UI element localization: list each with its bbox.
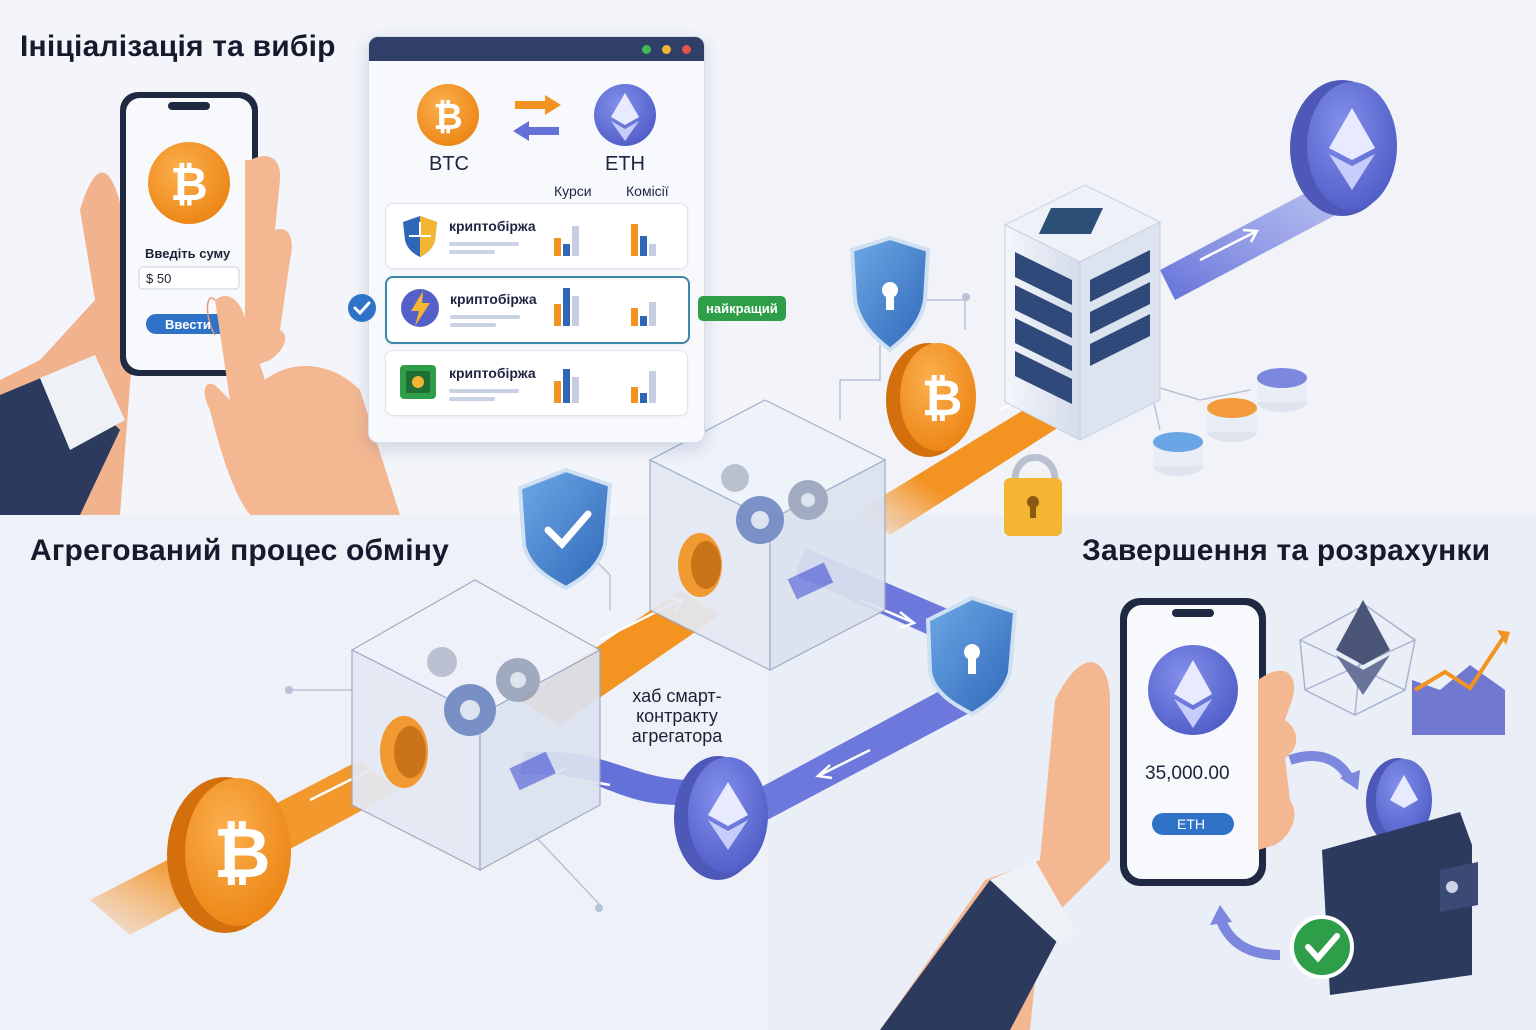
mid-btc-coin: ₿ — [886, 343, 976, 457]
exchange-name: криптобіржа — [450, 291, 537, 307]
section-title-process: Агрегований процес обміну — [30, 534, 449, 567]
col-fees: Комісії — [626, 183, 669, 199]
svg-text:₿: ₿ — [922, 369, 963, 427]
pointing-hand — [204, 296, 400, 515]
currency-button[interactable]: ETH — [1177, 816, 1205, 832]
bottom-eth-coin — [674, 756, 768, 880]
server-rack — [1003, 184, 1162, 441]
rates-bars — [554, 367, 590, 403]
growth-chart-icon — [1412, 630, 1510, 735]
exchange-detail-line — [450, 315, 520, 319]
curved-arrow-back — [1210, 905, 1281, 960]
section-title-settle: Завершення та розрахунки — [1082, 534, 1491, 567]
eth-coin-icon — [594, 84, 656, 146]
svg-text:₿: ₿ — [213, 812, 270, 894]
selected-check-icon — [348, 294, 376, 322]
svg-text:₿: ₿ — [170, 157, 208, 211]
top-right-eth-coin — [1290, 80, 1397, 216]
shield-keyhole-icon — [849, 235, 931, 353]
btc-coin-icon: ₿ — [417, 84, 479, 146]
window-titlebar — [369, 37, 704, 61]
exchange-name: криптобіржа — [449, 218, 536, 234]
swap-arrows-icon — [513, 95, 561, 141]
fees-bars — [631, 290, 667, 326]
exchange-detail-line — [450, 323, 496, 327]
exchange-row[interactable]: криптобіржа — [385, 350, 688, 416]
hub-cube-rear — [648, 399, 887, 671]
amount-prompt: Введіть суму — [145, 246, 231, 261]
from-currency: BTC — [429, 153, 469, 175]
window-dot-red[interactable] — [682, 45, 691, 54]
window-dot-green[interactable] — [642, 45, 651, 54]
right-phone-eth-coin — [1148, 645, 1238, 735]
shield-icon — [403, 216, 437, 257]
exchange-row-best[interactable]: криптобіржа — [385, 276, 690, 344]
exchange-name: криптобіржа — [449, 365, 536, 381]
col-rates: Курси — [554, 183, 592, 199]
curved-arrow-down — [1288, 751, 1360, 790]
padlock-icon — [1004, 454, 1062, 536]
bottom-btc-coin: ₿ — [167, 777, 291, 933]
fees-bars — [631, 367, 667, 403]
submit-button[interactable]: Ввести — [165, 317, 211, 332]
received-amount: 35,000.00 — [1145, 763, 1230, 784]
svg-text:₿: ₿ — [433, 97, 462, 138]
exchange-detail-line — [449, 389, 519, 393]
hub-label: хаб смарт-контракту агрегатора — [631, 686, 723, 746]
success-check-icon — [1290, 915, 1354, 979]
exchange-row[interactable]: криптобіржа — [385, 203, 688, 269]
shield-keyhole-icon-2 — [925, 595, 1018, 717]
left-phone-btc-coin: ₿ — [148, 142, 230, 224]
safe-icon — [400, 365, 436, 399]
exchange-detail-line — [449, 397, 495, 401]
wallet-icon — [1322, 758, 1478, 995]
swap-pair: ₿ — [417, 84, 656, 146]
window-dot-yellow[interactable] — [662, 45, 671, 54]
best-badge: найкращий — [698, 296, 786, 321]
database-cylinders — [1153, 368, 1307, 476]
fees-bars — [631, 220, 667, 256]
exchange-detail-line — [449, 250, 495, 254]
exchange-detail-line — [449, 242, 519, 246]
shield-check-icon — [517, 467, 613, 591]
section-title-init: Ініціалізація та вибір — [20, 30, 336, 63]
lightning-icon — [401, 289, 439, 327]
to-currency: ETH — [605, 153, 645, 175]
amount-input[interactable]: $ 50 — [146, 271, 172, 286]
rates-bars — [554, 288, 590, 326]
exchange-window: ₿ BTC ETH Курси Комісії криптобіржа — [368, 36, 705, 443]
rates-bars — [554, 220, 590, 256]
hub-cube-front — [350, 579, 602, 872]
